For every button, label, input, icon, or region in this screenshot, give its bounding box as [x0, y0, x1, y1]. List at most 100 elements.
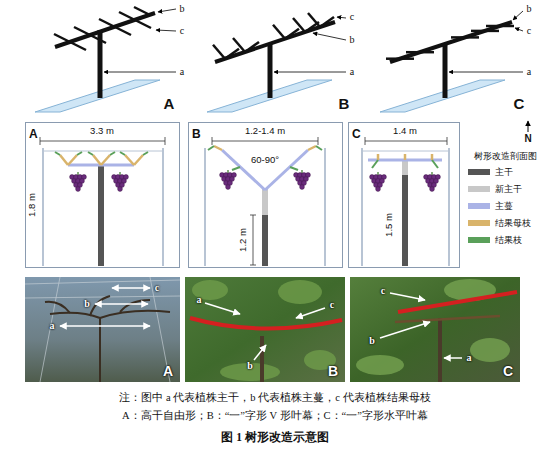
dimension-bracket-part	[212, 137, 213, 145]
mother-branch-part	[68, 155, 77, 165]
dimension-label: 1.4 m	[393, 126, 417, 137]
vine-branch-part	[90, 296, 110, 316]
trellis-post	[205, 148, 325, 266]
note-text: 注：图中 a 代表植株主干，b 代表植株主蔓，c 代表植株结果母枝	[119, 392, 430, 404]
photo-arrow-part	[254, 345, 266, 360]
north-arrow	[528, 121, 529, 132]
trellis-post-part	[362, 151, 449, 152]
photo-a	[25, 277, 180, 382]
red-line	[190, 318, 342, 329]
leaf-part	[356, 355, 404, 375]
photo-ground	[25, 277, 180, 382]
fruit-branch-part	[232, 167, 240, 170]
mother-branch	[214, 146, 316, 150]
figure-caption: 图 1 树形改造示意图	[221, 431, 329, 444]
new-trunk	[402, 160, 408, 175]
pointer-arrow-part	[158, 9, 176, 12]
dimension-bracket-part	[365, 137, 366, 145]
trunk	[438, 318, 442, 382]
legend-label: 新主干	[495, 184, 522, 195]
trellis-post	[43, 148, 163, 266]
fruit-branch-part	[316, 146, 322, 150]
pointer-arrow-part	[313, 33, 346, 40]
trellis-post	[362, 148, 449, 266]
grape-cluster	[112, 172, 129, 191]
grape-cluster	[220, 170, 237, 189]
cane-part	[320, 17, 334, 27]
photo-arrow-part	[390, 293, 425, 300]
trunk	[260, 336, 264, 382]
photo-arrow	[205, 303, 325, 360]
part-letter: b	[350, 34, 355, 46]
pergola-wire	[25, 277, 180, 382]
legend-label: 结果枝	[495, 235, 522, 246]
pointer-arrow	[274, 17, 346, 72]
pointer-arrow	[449, 11, 523, 72]
photo-arrow-part	[205, 303, 240, 314]
section-a-drawing	[40, 137, 165, 266]
cane-part	[134, 7, 150, 15]
fruit-branch-part	[143, 152, 148, 155]
panel-letter: A	[29, 127, 38, 141]
legend-swatch	[468, 237, 490, 243]
legend-swatch	[468, 169, 490, 175]
dimension-bracket-part	[318, 137, 319, 145]
vine-branch-part	[120, 300, 150, 312]
photo-letter: b	[369, 335, 375, 347]
dimension-label: 1.2-1.4 m	[245, 126, 285, 137]
main-vine	[222, 150, 308, 190]
section-c-drawing	[362, 137, 449, 266]
part-letter: a	[180, 66, 184, 78]
main-vine	[390, 22, 512, 62]
fruit-branch	[372, 160, 438, 168]
section-panel: B	[188, 122, 343, 268]
pergola-wire-part	[40, 277, 60, 382]
legend-label: 结果母枝	[495, 218, 531, 229]
pointer-arrow	[104, 9, 176, 72]
dimension-bracket-part	[253, 215, 254, 265]
panel-letter: B	[192, 127, 201, 141]
dimension-bracket	[40, 137, 165, 145]
leaf-part	[470, 338, 510, 362]
trunk	[268, 44, 273, 98]
legend-swatch	[468, 220, 490, 226]
vine-branch-part	[45, 302, 70, 313]
legend-entry: 主蔓	[468, 201, 513, 212]
cane-part	[406, 51, 434, 54]
legend-label: 主干	[495, 167, 513, 178]
mother-branch	[60, 155, 143, 165]
photo-c	[350, 277, 520, 382]
photo-arrow-part	[296, 308, 325, 318]
cane-part	[386, 57, 414, 60]
mother-branch-part	[101, 155, 110, 165]
cane-part	[74, 27, 106, 43]
dimension-label: 1.5 m	[384, 213, 395, 237]
fruit-branch-part	[290, 167, 298, 170]
leaf	[356, 279, 510, 375]
cane-part	[99, 19, 131, 35]
mother-branch-part	[377, 154, 380, 160]
part-letter: a	[350, 66, 354, 78]
mother-branch-part	[125, 155, 134, 165]
photo-arrow-part	[95, 303, 148, 305]
part-letter: b	[527, 3, 532, 15]
fruit-branch-part	[208, 146, 214, 150]
pointer-arrow-part	[449, 72, 523, 73]
dimension-bracket	[365, 137, 447, 145]
figure-letter: B	[339, 95, 350, 112]
cane-part	[471, 30, 499, 33]
pointer-arrow-part	[274, 72, 346, 73]
legend-swatch	[468, 203, 490, 209]
trunk	[402, 175, 408, 266]
trunk	[98, 165, 104, 266]
part-letter: c	[180, 25, 184, 37]
cane	[395, 316, 500, 322]
note-text: A：高干自由形；B：“一”字形 V 形叶幕；C：“一”字形水平叶幕	[122, 410, 428, 422]
fruit-branch	[208, 146, 322, 170]
fruit-branch	[55, 152, 148, 155]
cane-part	[245, 42, 259, 52]
fruit-branch-part	[372, 160, 378, 168]
leaf-part	[278, 280, 322, 304]
panel-letter: C	[352, 127, 361, 141]
